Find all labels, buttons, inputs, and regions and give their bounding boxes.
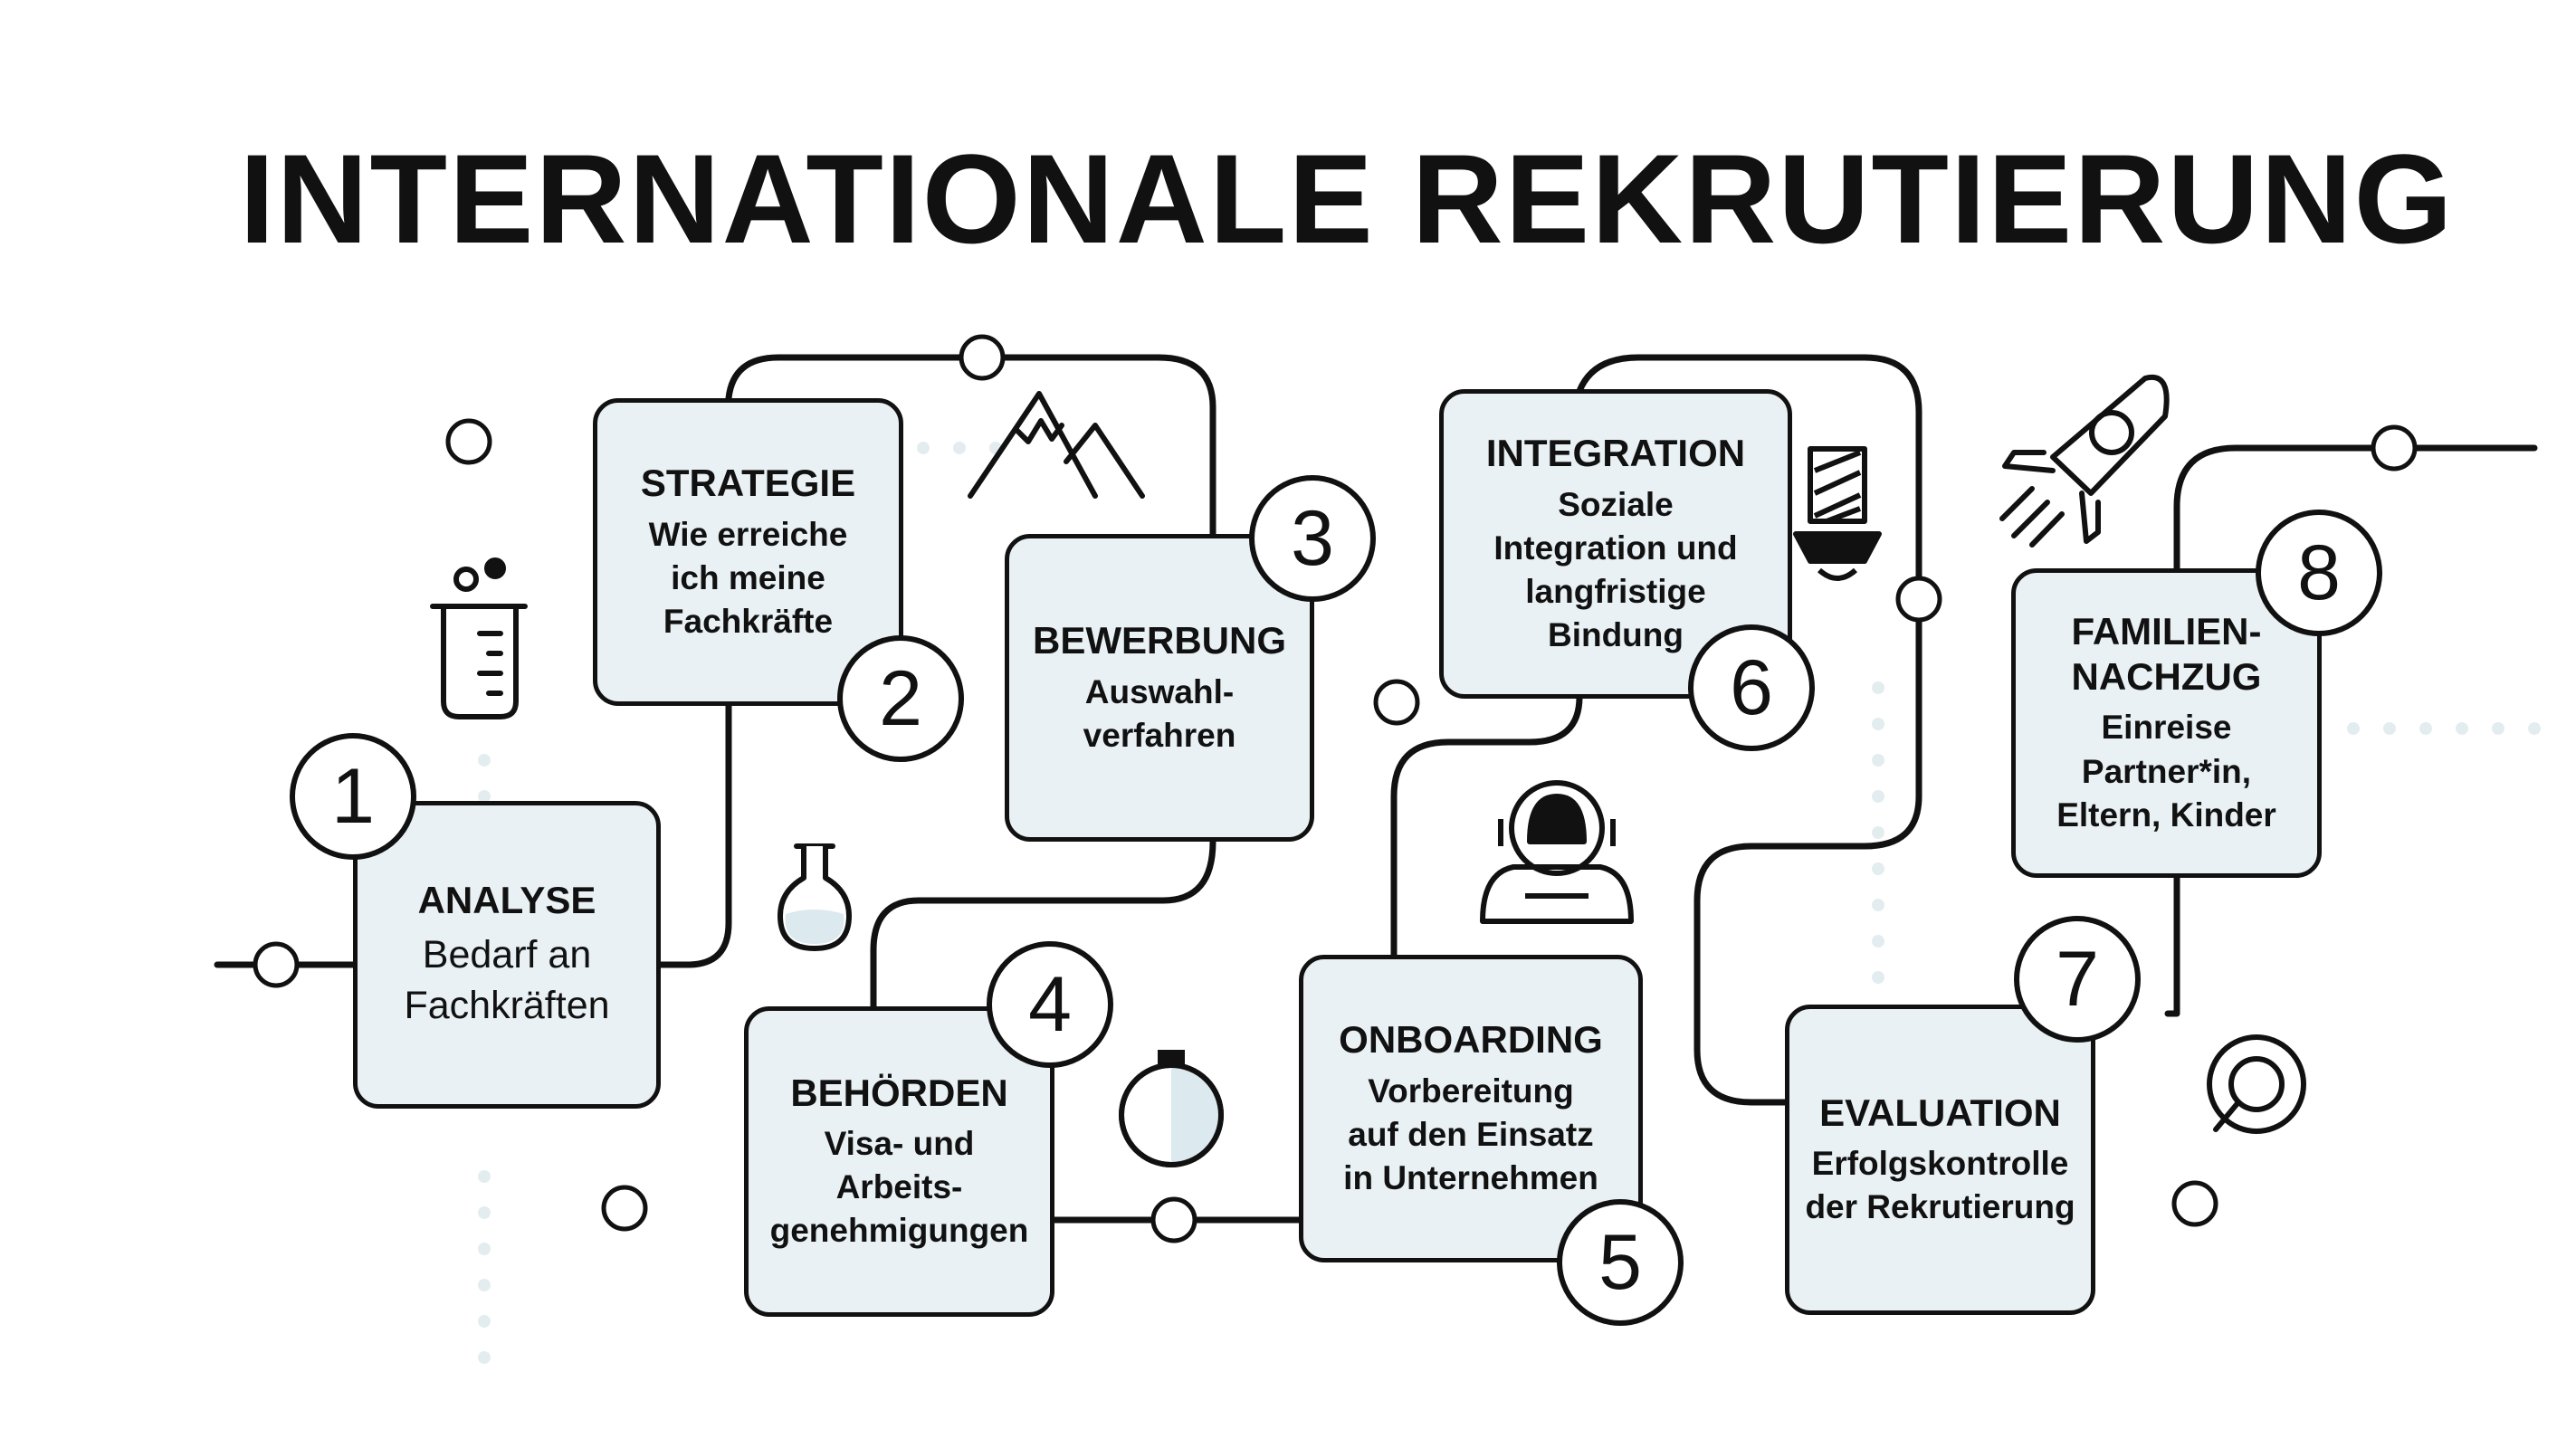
step-number-5: 5: [1557, 1199, 1684, 1326]
line-7-8: [2164, 874, 2180, 1017]
step-text: Auswahl- verfahren: [1083, 672, 1236, 754]
step-text: Visa- und Arbeits- genehmigungen: [769, 1125, 1029, 1250]
step-text: Erfolgskontrolle der Rekrutierung: [1805, 1145, 2075, 1226]
step-box-strategie: STRATEGIE Wie erreiche ich meine Fachkrä…: [593, 398, 903, 706]
node-end: [2371, 424, 2418, 472]
deco-ring-4: [2171, 1180, 2218, 1227]
stopwatch-icon: [1119, 1050, 1224, 1167]
node-top-strategy: [959, 334, 1006, 381]
step-heading: ONBOARDING: [1339, 1018, 1603, 1062]
rocket-icon: [1999, 374, 2170, 548]
mountain-icon: [968, 391, 1145, 499]
connector-nodes: [253, 334, 2418, 1243]
magnifier-icon: [2207, 1034, 2306, 1134]
flask-icon: [778, 843, 852, 951]
step-heading: FAMILIEN- NACHZUG: [2071, 610, 2262, 698]
node-6-right: [1895, 576, 1942, 623]
astronaut-icon: [1480, 780, 1634, 924]
deco-ring-3: [1373, 679, 1420, 726]
dot-row-2: [2347, 722, 2541, 735]
step-text: Wie erreiche ich meine Fachkräfte: [648, 515, 848, 640]
node-4-5: [1150, 1196, 1197, 1243]
step-number-1: 1: [290, 733, 416, 860]
line-6-top: [1576, 354, 1922, 1106]
step-heading: INTEGRATION: [1485, 432, 1746, 475]
step-box-onboarding: ONBOARDING Vorbereitung auf den Einsatz …: [1299, 955, 1643, 1262]
step-text: Bedarf an Fachkräften: [404, 932, 610, 1027]
deco-ring-1: [445, 418, 492, 465]
step-box-behoerden: BEHÖRDEN Visa- und Arbeits- genehmigunge…: [744, 1006, 1054, 1317]
deco-ring-2: [601, 1185, 648, 1232]
line-5-6: [1390, 693, 1583, 961]
step-number-3: 3: [1249, 475, 1376, 602]
step-box-bewerbung: BEWERBUNG Auswahl- verfahren: [1005, 534, 1314, 842]
step-number-4: 4: [987, 941, 1113, 1068]
step-box-analyse: ANALYSE Bedarf an Fachkräften: [353, 801, 661, 1109]
line-2-top: [725, 354, 1216, 538]
dot-column-2: [1872, 681, 1884, 984]
node-start: [253, 941, 300, 988]
step-number-7: 7: [2014, 916, 2141, 1043]
step-text: Soziale Integration und langfristige Bin…: [1493, 485, 1738, 653]
step-number-6: 6: [1688, 624, 1815, 751]
step-number-8: 8: [2256, 510, 2382, 636]
step-heading: BEWERBUNG: [1033, 619, 1286, 662]
step-box-evaluation: EVALUATION Erfolgskontrolle der Rekrutie…: [1785, 1005, 2095, 1315]
step-heading: BEHÖRDEN: [790, 1071, 1008, 1114]
beaker-icon: [430, 557, 528, 719]
dot-row-1: [917, 442, 1002, 454]
step-heading: STRATEGIE: [640, 462, 856, 505]
step-heading: ANALYSE: [417, 879, 596, 922]
connector-lines: [214, 354, 2538, 1224]
line-3-4: [870, 838, 1216, 1010]
step-number-2: 2: [837, 635, 964, 762]
line-8-end: [2173, 444, 2538, 574]
step-text: Einreise Partner*in, Eltern, Kinder: [2056, 709, 2276, 834]
page-title: INTERNATIONALE REKRUTIERUNG: [239, 128, 2455, 270]
step-heading: EVALUATION: [1819, 1091, 2061, 1134]
line-1-2: [657, 702, 732, 968]
lamp-icon: [1793, 446, 1882, 581]
step-box-familiennachzug: FAMILIEN- NACHZUG Einreise Partner*in, E…: [2011, 568, 2322, 878]
step-text: Vorbereitung auf den Einsatz in Unterneh…: [1343, 1072, 1598, 1196]
